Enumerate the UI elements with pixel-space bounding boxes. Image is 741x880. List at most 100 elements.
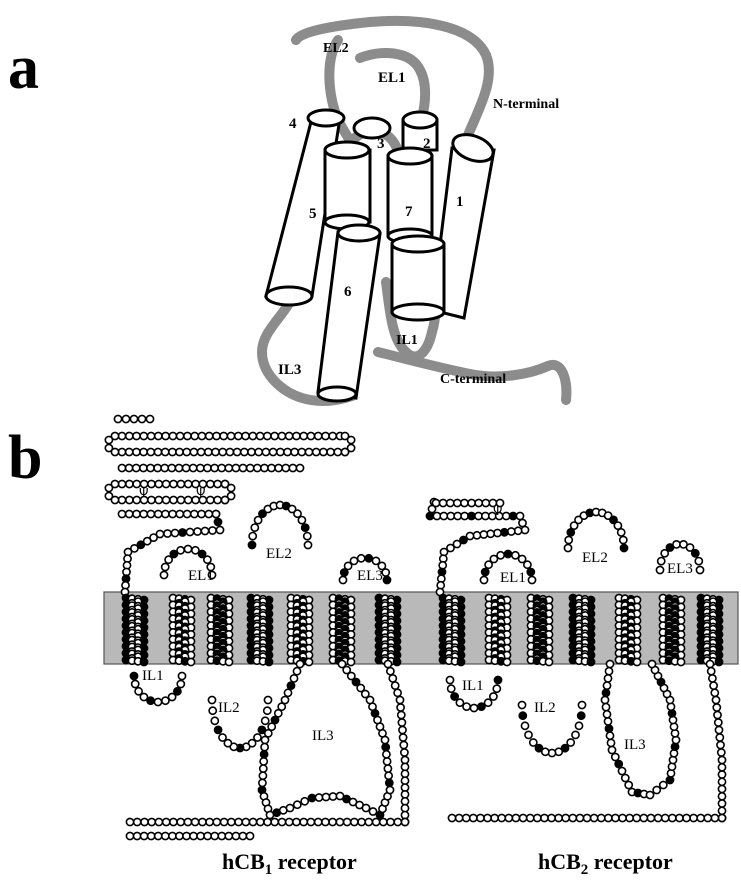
- hcb1-c-terminal-residue: [218, 832, 225, 839]
- hcb1-n-terminal-residue: [275, 464, 282, 471]
- hcb1-c-terminal-residue: [134, 818, 141, 825]
- hcb1-n-terminal-residue: [191, 432, 198, 439]
- helix-6-top: [338, 225, 380, 241]
- hcb2-il1-residue: [493, 685, 500, 692]
- panel-b-letter: b: [8, 424, 42, 492]
- hcb2-el1-label: EL1: [500, 570, 526, 586]
- hcb1-n-terminal-residue: [111, 480, 118, 487]
- hcb1-c-terminal-residue: [264, 818, 271, 825]
- hcb1-n-terminal-residue: [118, 432, 125, 439]
- hcb1-il1-residue: [177, 680, 184, 687]
- hcb1-n-terminal-residue: [176, 448, 183, 455]
- hcb2-n-terminal-residue: [519, 519, 526, 526]
- hcb1-el1-residue: [160, 571, 167, 578]
- hcb2-c-terminal-residue: [718, 749, 725, 756]
- hcb2-c-terminal-residue: [712, 696, 719, 703]
- hcb1-c-terminal-residue: [192, 818, 199, 825]
- hcb1-n-terminal-residue: [155, 496, 162, 503]
- hcb1-il2-residue: [209, 707, 216, 714]
- hcb1-il3-residue: [260, 765, 267, 772]
- hcb1-n-terminal-residue: [133, 432, 140, 439]
- hcb1-n-terminal-residue: [205, 510, 212, 517]
- hcb2-il2-residue: [535, 745, 542, 752]
- helix-2-top: [403, 112, 437, 128]
- hcb1-n-terminal-residue: [126, 448, 133, 455]
- hcb1-n-terminal-residue: [133, 510, 140, 517]
- hcb2-el1-residue: [524, 561, 531, 568]
- hcb2-tm1-residue: [457, 658, 464, 665]
- hcb1-n-terminal-residue: [197, 464, 204, 471]
- hcb1-n-terminal-residue: [242, 432, 249, 439]
- hcb2-il3-residue: [602, 704, 609, 711]
- hcb2-il1-residue: [448, 685, 455, 692]
- helix-label-5: 5: [309, 206, 317, 222]
- hcb2-n-terminal-residue: [440, 499, 447, 506]
- hcb2-il3-residue: [607, 739, 614, 746]
- hcb1-n-terminal-residue: [118, 448, 125, 455]
- hcb1-n-terminal-residue: [278, 432, 285, 439]
- hcb1-il3-residue: [259, 779, 266, 786]
- hcb2-c-terminal-residue: [718, 785, 725, 792]
- hcb2-il2-residue: [578, 701, 585, 708]
- hcb1-n-terminal-residue: [126, 496, 133, 503]
- hcb1-n-terminal-residue: [164, 530, 171, 537]
- hcb1-n-terminal-residue: [264, 432, 271, 439]
- hcb1-il3-residue: [369, 808, 376, 815]
- hcb1-n-terminal-residue: [162, 448, 169, 455]
- hcb2-c-terminal-residue: [711, 689, 718, 696]
- hcb1-n-terminal-residue: [234, 448, 241, 455]
- hcb2-el1-residue: [528, 576, 535, 583]
- helix-3-top: [354, 118, 390, 138]
- hcb1-il3-residue: [382, 744, 389, 751]
- hcb2-el3-residue: [658, 558, 665, 565]
- hcb2-glyco-mark: Ψ: [493, 504, 502, 518]
- hcb1-n-terminal-residue: [205, 448, 212, 455]
- hcb1-tm2-residue: [187, 658, 194, 665]
- hcb1-c-terminal-residue: [358, 818, 365, 825]
- hcb1-il3-label: IL3: [312, 728, 334, 744]
- hcb2-c-terminal-residue: [477, 814, 484, 821]
- hcb1-n-terminal-residue: [207, 496, 214, 503]
- hcb1-n-terminal-residue: [198, 448, 205, 455]
- hcb2-il3-residue: [604, 675, 611, 682]
- hcb2-c-terminal-residue: [633, 814, 640, 821]
- hcb1-il2-residue: [211, 717, 218, 724]
- hcb1-n-terminal-residue: [300, 432, 307, 439]
- hcb1-c-terminal-residue: [213, 818, 220, 825]
- hcb2-il3-residue: [618, 767, 625, 774]
- hcb1-n-terminal-residue: [286, 432, 293, 439]
- hcb1-el2-residue: [249, 533, 256, 540]
- hcb1-n-terminal-residue: [170, 480, 177, 487]
- hcb1-n-terminal-residue: [154, 448, 161, 455]
- hcb2-el2-residue: [618, 529, 625, 536]
- hcb1-n-terminal-residue: [313, 448, 320, 455]
- hcb1-c-terminal-residue: [398, 711, 405, 718]
- hcb1-c-terminal-residue: [235, 818, 242, 825]
- hcb1-el3-residue: [358, 555, 365, 562]
- hcb2-c-terminal-residue: [718, 814, 725, 821]
- helix-6-bottom: [318, 387, 356, 401]
- helix-label-1: 1: [456, 194, 464, 210]
- hcb1-c-terminal-residue: [126, 818, 133, 825]
- hcb1-n-terminal-residue: [186, 528, 193, 535]
- hcb2-il3-label: IL3: [624, 737, 646, 753]
- hcb2-c-terminal-residue: [647, 814, 654, 821]
- cell-membrane: [104, 592, 738, 664]
- hcb2-c-terminal-residue: [520, 814, 527, 821]
- hcb1-il2-residue: [215, 726, 222, 733]
- hcb1-glyco-mark-1: Ψ: [139, 486, 148, 500]
- hcb2-el3-residue: [695, 558, 702, 565]
- hcb2-c-terminal-residue: [710, 682, 717, 689]
- hcb1-n-terminal-residue: [221, 496, 228, 503]
- hcb1-n-terminal-residue: [225, 464, 232, 471]
- hcb1-il3-residue: [384, 758, 391, 765]
- hcb1-il3-residue: [286, 804, 293, 811]
- hcb1-il3-residue: [338, 660, 345, 667]
- hcb2-il3-residue: [606, 660, 613, 667]
- hcb2-c-terminal-residue: [716, 734, 723, 741]
- hcb2-c-terminal-residue: [718, 756, 725, 763]
- hcb1-n-terminal-residue: [296, 464, 303, 471]
- hcb1-n-terminal-residue: [348, 436, 355, 443]
- hcb1-tm6-residue: [347, 658, 354, 665]
- hcb2-il1-residue: [456, 699, 463, 706]
